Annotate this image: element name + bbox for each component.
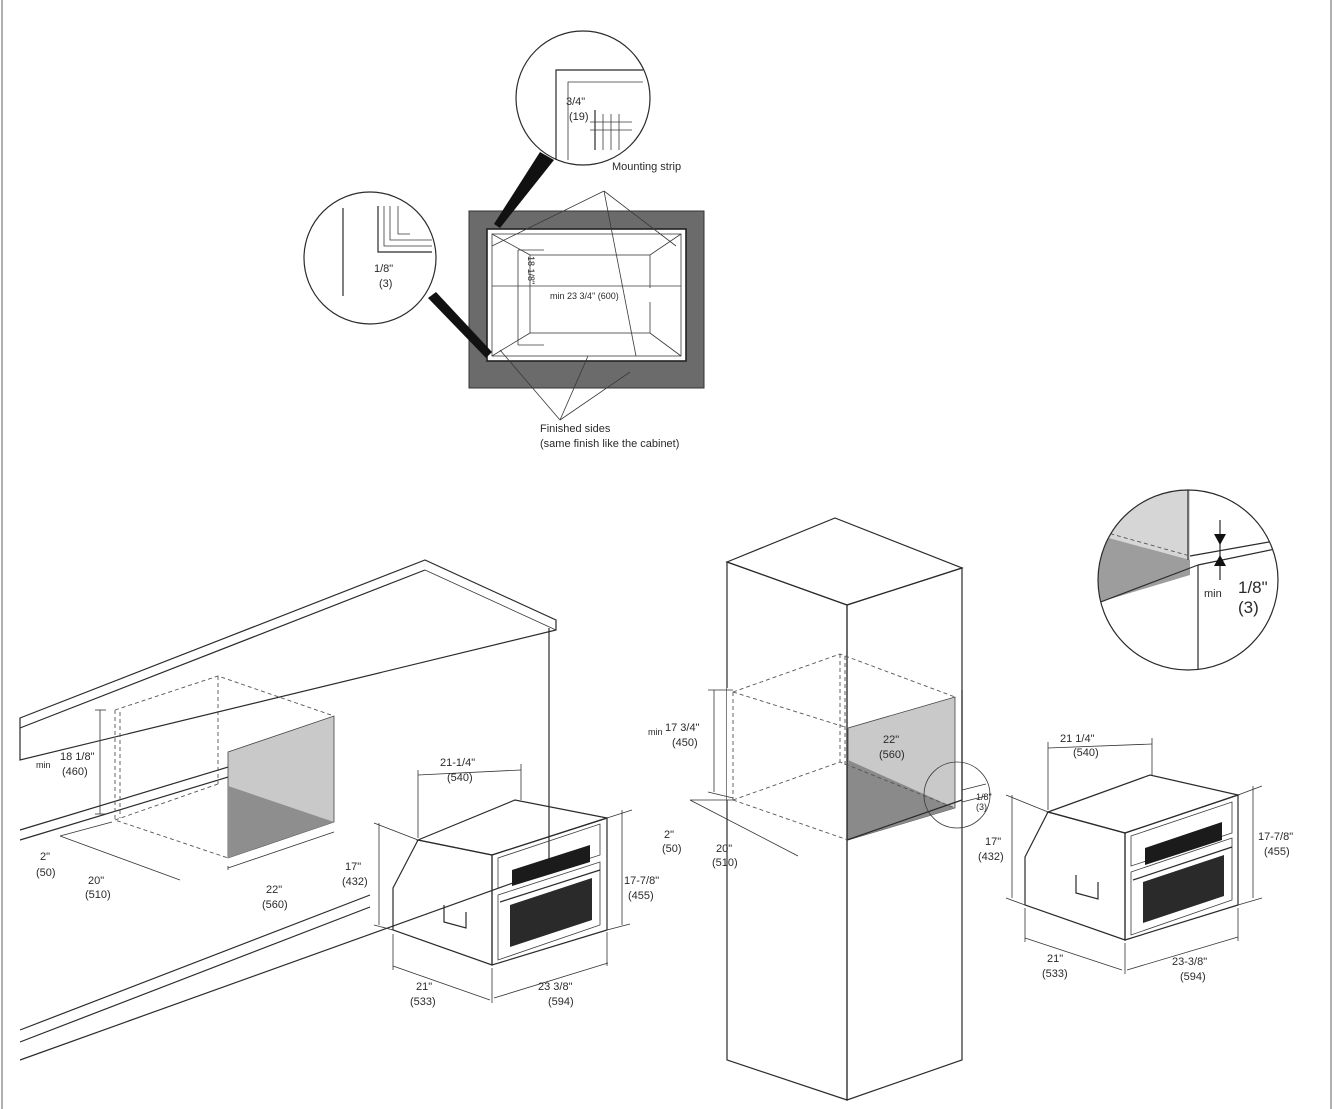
uc-depth-a-mm: (50) [36, 867, 56, 879]
tc-width-mm: (560) [879, 749, 905, 761]
tc-height-mm: (450) [672, 737, 698, 749]
mounting-strip-dim: 3/4" [566, 96, 585, 108]
ol-width-label: 23 3/8" [538, 981, 573, 993]
plan-width-label: min 23 3/4" (600) [550, 291, 619, 301]
ol-depth-mm: (533) [410, 996, 436, 1008]
mounting-strip-label: Mounting strip [612, 161, 681, 173]
tc-depth-a-mm: (50) [662, 843, 682, 855]
ol-depth-label: 21" [416, 981, 432, 993]
uc-width-label: 22" [266, 884, 282, 896]
or-depth-mm: (533) [1042, 968, 1068, 980]
oven-right: 21 1/4" (540) 17" (432) 17-7/8" (455) 21… [978, 733, 1293, 983]
uc-height-mm: (460) [62, 766, 88, 778]
tc-height-label: 17 3/4" [665, 722, 700, 734]
or-width-label: 23-3/8" [1172, 956, 1207, 968]
ol-topw-label: 21-1/4" [440, 757, 475, 769]
callout-wedge-left [428, 292, 492, 358]
or-lefth-label: 17" [985, 836, 1001, 848]
tc-depth-b-mm: (510) [712, 857, 738, 869]
ol-lefth-label: 17" [345, 861, 361, 873]
or-topw-label: 21 1/4" [1060, 733, 1095, 745]
gap-callout-circle [923, 761, 991, 829]
oven-left: 21-1/4" (540) 17" (432) 17-7/8" (455) 21… [342, 757, 659, 1008]
or-depth-label: 21" [1047, 953, 1063, 965]
finished-sides-note: (same finish like the cabinet) [540, 438, 679, 450]
finished-sides-label: Finished sides [540, 423, 611, 435]
tc-gap-mm: (3) [976, 802, 987, 812]
tc-depth-b-label: 20" [716, 843, 732, 855]
mounting-strip-detail-circle [515, 30, 651, 166]
gap-detail-view: min 1/8" (3) [1097, 489, 1279, 671]
ol-width-mm: (594) [548, 996, 574, 1008]
tc-depth-a-label: 2" [664, 829, 674, 841]
uc-width-mm: (560) [262, 899, 288, 911]
ol-righth-mm: (455) [628, 890, 654, 902]
uc-depth-a-label: 2" [40, 851, 50, 863]
under-counter-installation: min 18 1/8" (460) 2" (50) 20" (510) 22" … [19, 559, 557, 1061]
or-width-mm: (594) [1180, 971, 1206, 983]
ol-righth-label: 17-7/8" [624, 875, 659, 887]
tc-min-label: min [648, 727, 663, 737]
or-lefth-mm: (432) [978, 851, 1004, 863]
tc-gap-label: 1/8" [976, 792, 992, 802]
detail-gap-value-mm: (3) [1238, 598, 1259, 617]
or-righth-mm: (455) [1264, 846, 1290, 858]
gap-dim: 1/8" [374, 263, 393, 275]
plan-height-label: 18 1/8" [526, 256, 536, 284]
gap-detail-circle [303, 191, 437, 325]
oven-outline [491, 233, 682, 357]
countertop [19, 559, 557, 761]
ol-topw-mm: (540) [447, 772, 473, 784]
tc-width-label: 22" [883, 734, 899, 746]
front-plan-view: min 23 3/4" (600) 18 1/8" 3/4" (19) Moun… [303, 30, 705, 450]
or-topw-mm: (540) [1073, 747, 1099, 759]
uc-depth-b-mm: (510) [85, 889, 111, 901]
callout-wedge-top [494, 152, 554, 228]
detail-gap-value: 1/8" [1238, 578, 1268, 597]
detail-min-label: min [1204, 588, 1222, 600]
uc-min-label: min [36, 760, 51, 770]
uc-height-label: 18 1/8" [60, 751, 95, 763]
tall-cabinet-installation: min 17 3/4" (450) 22" (560) 2" (50) 20" … [648, 517, 992, 1101]
or-righth-label: 17-7/8" [1258, 831, 1293, 843]
ol-lefth-mm: (432) [342, 876, 368, 888]
gap-dim-mm: (3) [379, 278, 392, 290]
uc-depth-b-label: 20" [88, 875, 104, 887]
mounting-strip-dim-mm: (19) [569, 111, 589, 123]
